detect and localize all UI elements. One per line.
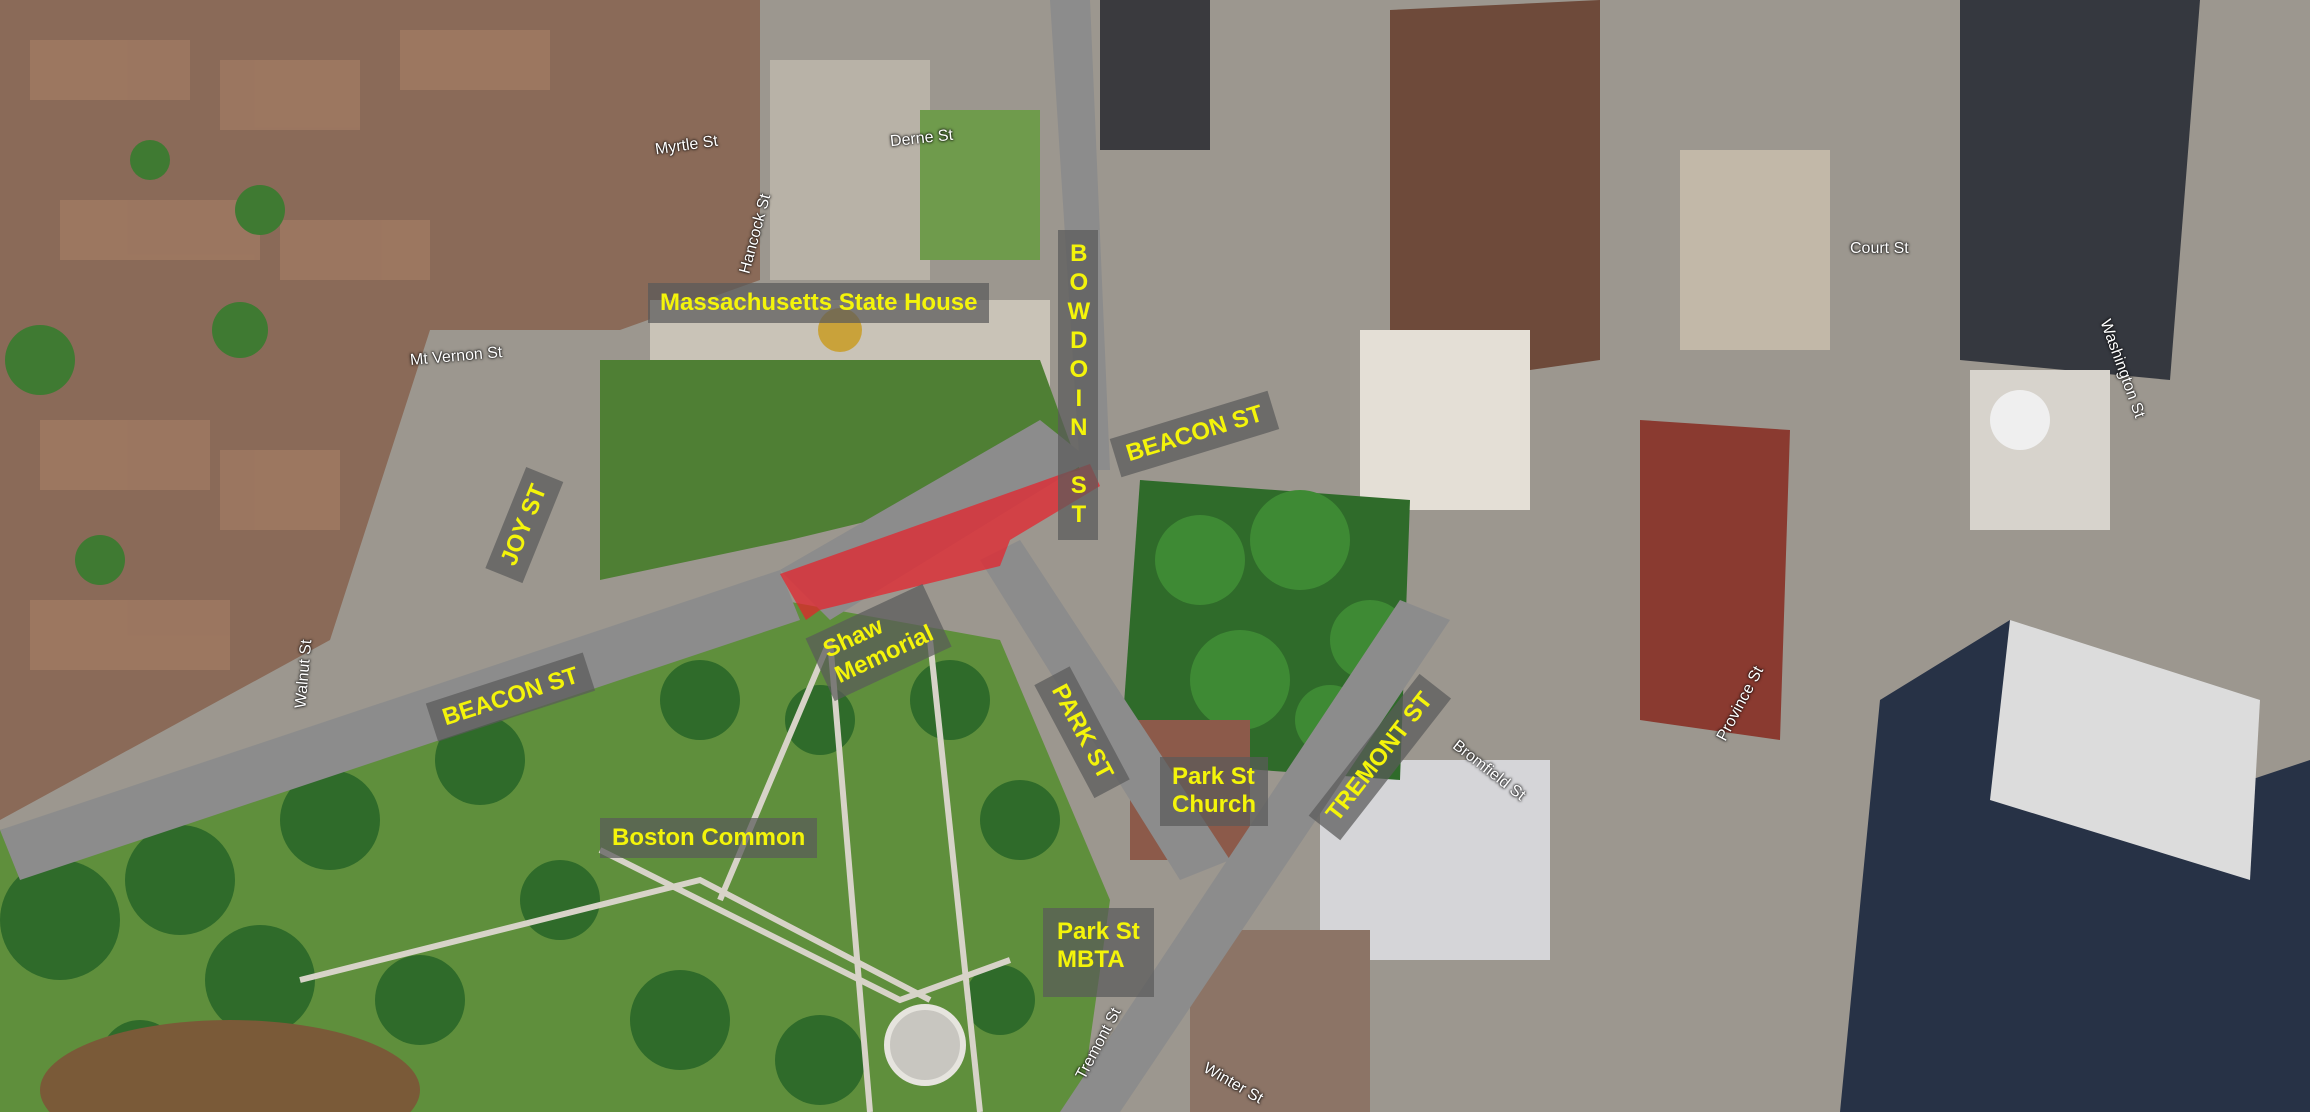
label-park-st-mbta: Park St MBTA bbox=[1043, 908, 1154, 997]
beacon-street-road bbox=[0, 570, 800, 880]
round-roof bbox=[1990, 390, 2050, 450]
rowhouse-roofs bbox=[30, 30, 550, 670]
tower-glass-top-right bbox=[1960, 0, 2200, 380]
tower-brown bbox=[1390, 0, 1600, 390]
brewer-fountain-plaza bbox=[884, 1004, 966, 1086]
building-beige bbox=[1680, 150, 1830, 350]
state-house-lawn bbox=[600, 360, 1080, 580]
highlighted-beacon-street-segment bbox=[780, 464, 1100, 620]
label-bowdoin-st: BOWDOIN ST bbox=[1058, 230, 1099, 540]
building-white bbox=[1360, 330, 1530, 510]
street-court: Court St bbox=[1850, 240, 1909, 257]
tremont-street-road bbox=[1060, 600, 1450, 1112]
label-state-house: Massachusetts State House bbox=[648, 283, 990, 324]
tower-dark bbox=[1100, 0, 1210, 150]
state-house-garden bbox=[920, 110, 1040, 260]
street-trees-left bbox=[5, 140, 285, 585]
label-boston-common: Boston Common bbox=[600, 818, 818, 859]
common-paths bbox=[299, 638, 1012, 1112]
frog-pond bbox=[40, 1020, 420, 1112]
state-house-annex bbox=[770, 60, 930, 280]
building-round-roof bbox=[1970, 370, 2110, 530]
tower-roof-bottom-right bbox=[1990, 620, 2260, 880]
building-red-tower bbox=[1640, 420, 1790, 740]
label-park-st-church: Park St Church bbox=[1160, 757, 1268, 826]
